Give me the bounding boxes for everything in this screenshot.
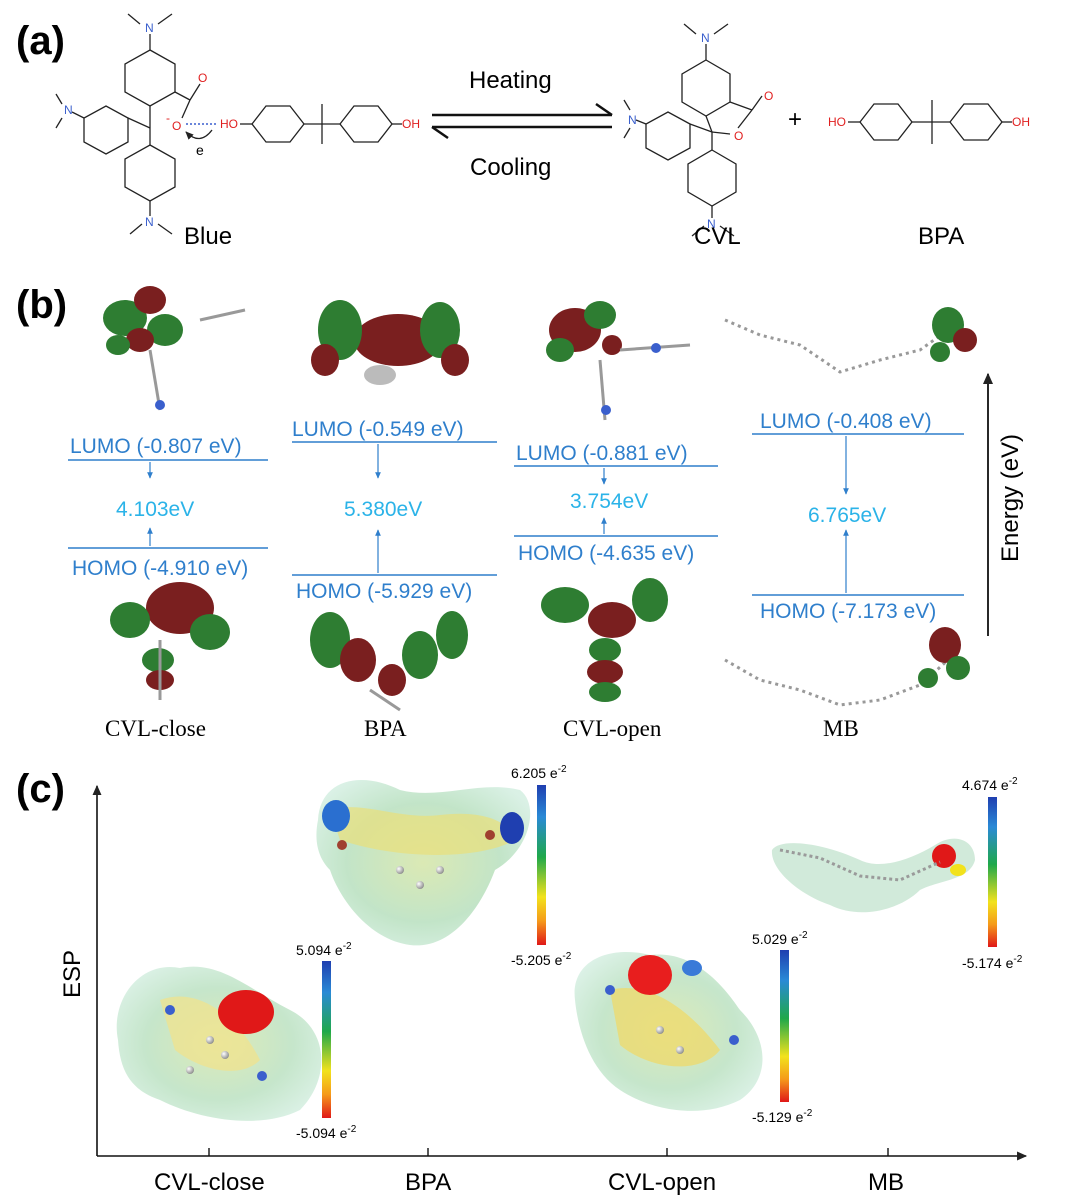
- panel-c-letter: (c): [16, 767, 65, 811]
- panel-b-letter: (b): [16, 283, 67, 327]
- svg-text:O: O: [764, 89, 773, 103]
- svg-text:N: N: [145, 21, 154, 35]
- molecule-label-bpa: BPA: [918, 223, 964, 250]
- equilibrium-arrows: [431, 102, 613, 140]
- svg-text:N: N: [145, 215, 154, 229]
- svg-text:-: -: [166, 111, 170, 125]
- esp-min-mb: -5.174 e-2: [962, 954, 1023, 971]
- esp-max-cvl-close: 5.094 e-2: [296, 941, 352, 958]
- cooling-label: Cooling: [470, 154, 551, 181]
- x-label-cvl-close: CVL-close: [154, 1169, 265, 1196]
- blue-structure: N O O - N N: [55, 13, 420, 235]
- orbital-lumo-mb: [724, 307, 977, 374]
- svg-text:O: O: [172, 119, 181, 133]
- svg-text:O: O: [198, 71, 207, 85]
- gap-label-mb: 6.765eV: [808, 504, 886, 527]
- esp-surface-mb: [771, 838, 975, 913]
- panel-a-letter: (a): [16, 19, 65, 63]
- lumo-label-cvl-close: LUMO (-0.807 eV): [70, 435, 242, 458]
- homo-label-cvl-close: HOMO (-4.910 eV): [72, 557, 248, 580]
- x-label-mb: MB: [868, 1169, 904, 1196]
- esp-min-cvl-close: -5.094 e-2: [296, 1124, 357, 1141]
- esp-scale-bar-bpa: [537, 785, 546, 945]
- plus-sign: +: [788, 106, 802, 133]
- svg-text:N: N: [707, 217, 716, 231]
- svg-text:N: N: [701, 31, 710, 45]
- homo-label-bpa: HOMO (-5.929 eV): [296, 580, 472, 603]
- column-name-bpa: BPA: [364, 716, 407, 741]
- svg-text:OH: OH: [402, 117, 420, 131]
- svg-text:OH: OH: [1012, 115, 1030, 129]
- orbital-lumo-bpa: [311, 300, 469, 385]
- homo-label-mb: HOMO (-7.173 eV): [760, 600, 936, 623]
- panel-a: (a) N O O - N: [16, 13, 1030, 250]
- column-name-cvl-close: CVL-close: [105, 716, 206, 741]
- panel-c: (c) ESP CVL-close BPA CVL-open MB 5.094 …: [16, 764, 1028, 1196]
- column-name-cvl-open: CVL-open: [563, 716, 662, 741]
- gap-label-bpa: 5.380eV: [344, 498, 422, 521]
- bpa-structure: HO OH: [828, 100, 1030, 144]
- x-label-bpa: BPA: [405, 1169, 451, 1196]
- esp-scale-bar-cvl-close: [322, 961, 331, 1118]
- panel-b: (b): [16, 283, 1024, 741]
- svg-text:HO: HO: [220, 117, 238, 131]
- esp-surface-cvl-open: [574, 952, 763, 1111]
- esp-scale-bar-mb: [988, 797, 997, 947]
- column-name-mb: MB: [823, 716, 859, 741]
- gap-label-cvl-open: 3.754eV: [570, 490, 648, 513]
- orbital-homo-bpa: [310, 611, 468, 712]
- orbital-lumo-cvl-close: [103, 286, 246, 411]
- esp-scale-bar-cvl-open: [780, 950, 789, 1102]
- orbital-homo-cvl-close: [110, 582, 230, 700]
- heating-label: Heating: [469, 67, 552, 94]
- orbital-homo-cvl-open: [541, 578, 668, 702]
- esp-min-bpa: -5.205 e-2: [511, 951, 572, 968]
- gap-label-cvl-close: 4.103eV: [116, 498, 194, 521]
- svg-text:HO: HO: [828, 115, 846, 129]
- esp-axis-label: ESP: [59, 950, 86, 998]
- x-label-cvl-open: CVL-open: [608, 1169, 716, 1196]
- lumo-label-bpa: LUMO (-0.549 eV): [292, 418, 464, 441]
- molecule-label-blue: Blue: [184, 223, 232, 250]
- esp-max-cvl-open: 5.029 e-2: [752, 930, 808, 947]
- svg-text:N: N: [64, 103, 73, 117]
- energy-axis-label: Energy (eV): [997, 434, 1024, 562]
- esp-max-mb: 4.674 e-2: [962, 776, 1018, 793]
- svg-text:O: O: [734, 129, 743, 143]
- svg-text:N: N: [628, 113, 637, 127]
- lumo-label-mb: LUMO (-0.408 eV): [760, 410, 932, 433]
- lumo-label-cvl-open: LUMO (-0.881 eV): [516, 442, 688, 465]
- orbital-homo-mb: [724, 627, 970, 707]
- homo-label-cvl-open: HOMO (-4.635 eV): [518, 542, 694, 565]
- mo-levels: [68, 433, 964, 596]
- esp-surface-cvl-close: [116, 966, 322, 1121]
- molecule-label-cvl: CVL: [694, 223, 741, 250]
- esp-min-cvl-open: -5.129 e-2: [752, 1108, 813, 1125]
- orbital-lumo-cvl-open: [546, 301, 691, 421]
- electron-label: e: [196, 142, 204, 158]
- esp-max-bpa: 6.205 e-2: [511, 764, 567, 781]
- cvl-structure: N O O N N: [623, 23, 773, 237]
- esp-surface-bpa: [316, 780, 531, 946]
